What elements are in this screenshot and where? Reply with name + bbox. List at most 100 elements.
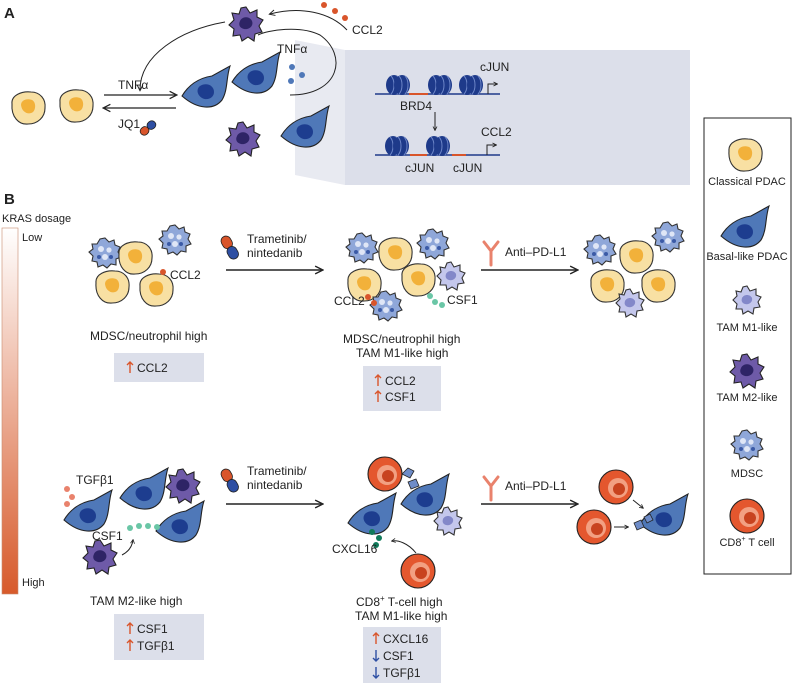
- kras-high: High: [22, 577, 45, 589]
- legend-m2-icon: [729, 353, 765, 389]
- change-label: TGFβ1: [137, 639, 175, 653]
- tam-m2-cell: [165, 468, 201, 504]
- inset-brd4: BRD4: [400, 99, 432, 113]
- row1-caption: MDSC/neutrophil high: [90, 329, 207, 343]
- drug-pill-icon: [220, 468, 239, 493]
- row2-antibody-label: Anti–PD-L1: [505, 479, 567, 493]
- row1-drug-line2: nintedanib: [247, 246, 303, 260]
- kras-title: KRAS dosage: [2, 213, 71, 225]
- classical-pdac-cell: [139, 273, 174, 307]
- cd8-t-cell: [576, 509, 612, 545]
- change-label: CSF1: [385, 390, 416, 404]
- row1-change-box: [114, 353, 204, 382]
- legend-tcell-icon: [729, 498, 765, 534]
- basal-pdac-cell: [400, 473, 450, 516]
- inset-cjun-left: cJUN: [405, 161, 434, 175]
- change-label: CCL2: [137, 361, 168, 375]
- row2-drug-line2: nintedanib: [247, 478, 303, 492]
- inset-panel: [345, 50, 690, 185]
- basal-pdac-cell: [347, 492, 397, 535]
- legend-classical-icon: [728, 138, 763, 172]
- row1-col2-csf1-label: CSF1: [447, 293, 478, 307]
- mdsc-cell: [651, 221, 685, 253]
- mdsc-cell: [345, 232, 379, 264]
- legend-m2-label: TAM M2-like: [717, 392, 778, 404]
- tam-m2-cell: [82, 539, 118, 575]
- classical-pdac-cell: [619, 240, 654, 274]
- row1-drug-line1: Trametinib/: [247, 232, 307, 246]
- legend-box: [703, 117, 792, 575]
- antibody-icon: [482, 240, 500, 267]
- up-arrow-icon: [372, 632, 380, 644]
- change-label: CSF1: [137, 622, 168, 636]
- cd8-t-cell: [367, 456, 403, 492]
- classical-pdac-cell: [378, 237, 413, 271]
- basal-pdac-cell: [231, 51, 281, 94]
- legend-mdsc-label: MDSC: [731, 468, 763, 480]
- jq1-pill-icon: [139, 120, 157, 136]
- mdsc-cell: [88, 237, 122, 269]
- row2-change-box: [114, 614, 204, 660]
- down-arrow-icon: [372, 667, 380, 679]
- basal-pdac-cell: [119, 467, 169, 510]
- tam-m2-cell: [228, 6, 264, 42]
- legend-mdsc-icon: [730, 429, 764, 461]
- down-arrow-icon: [372, 650, 380, 662]
- legend-tcell-label: CD8+ T cell: [719, 536, 774, 549]
- panel-label-a: A: [4, 5, 15, 22]
- row1-col2-change-box: [363, 366, 441, 411]
- classical-pdac-cell: [59, 89, 94, 123]
- antibody-icon: [482, 475, 500, 502]
- up-arrow-icon: [374, 390, 382, 402]
- classical-pdac-cell: [11, 91, 46, 125]
- up-arrow-icon: [126, 622, 134, 634]
- row2-col2-caption-1: CD8+ T-cell high: [356, 594, 443, 609]
- basal-pdac-cell: [639, 493, 689, 536]
- cd8-t-cell: [400, 553, 436, 589]
- row2-col2-caption-2: TAM M1-like high: [355, 609, 447, 623]
- legend-basal-label: Basal-like PDAC: [706, 251, 787, 263]
- panel-label-b: B: [4, 191, 15, 208]
- classical-pdac-cell: [641, 269, 676, 303]
- change-label: TGFβ1: [383, 666, 421, 680]
- row2-cxcl16-label: CXCL16: [332, 542, 378, 556]
- up-arrow-icon: [126, 361, 134, 373]
- basal-pdac-cell: [155, 500, 205, 543]
- row1-ccl2-label: CCL2: [170, 268, 201, 282]
- row1-col2-ccl2-label: CCL2: [334, 294, 365, 308]
- tnfa-label: TNFα: [277, 42, 307, 56]
- ccl2-recruit-arrow: [270, 11, 348, 31]
- tnf-arrow: [140, 21, 226, 90]
- inset-ccl2: CCL2: [481, 125, 512, 139]
- row2-tgfb1-label: TGFβ1: [76, 473, 114, 487]
- row2-csf1-label: CSF1: [92, 529, 123, 543]
- row1-antibody-label: Anti–PD-L1: [505, 245, 567, 259]
- up-arrow-icon: [374, 374, 382, 386]
- row2-drug-line1: Trametinib/: [247, 464, 307, 478]
- kras-low: Low: [22, 232, 42, 244]
- drug-pill-icon: [220, 235, 239, 260]
- legend-m1-icon: [732, 285, 762, 315]
- legend-classical-label: Classical PDAC: [708, 176, 786, 188]
- mdsc-cell: [416, 228, 450, 260]
- jq1-label: JQ1: [118, 117, 140, 131]
- inset-cjun-top: cJUN: [480, 60, 509, 74]
- classical-pdac-cell: [118, 241, 153, 275]
- inset-cjun-right: cJUN: [453, 161, 482, 175]
- change-label: CXCL16: [383, 632, 429, 646]
- autocrine-arrow: [257, 28, 337, 96]
- row2-caption: TAM M2-like high: [90, 594, 182, 608]
- row1-col2-caption-2: TAM M1-like high: [356, 346, 448, 360]
- up-arrow-icon: [126, 639, 134, 651]
- legend-m1-label: TAM M1-like: [717, 322, 778, 334]
- change-label: CSF1: [383, 649, 414, 663]
- kras-gradient-bar: [1, 227, 19, 595]
- tam-m1-cell: [436, 261, 466, 291]
- classical-pdac-cell: [95, 270, 130, 304]
- cd8-t-cell: [598, 469, 634, 505]
- tam-m2-cell: [225, 121, 261, 157]
- mdsc-cell: [583, 234, 617, 266]
- mdsc-cell: [158, 224, 192, 256]
- tnfa-arrow-label: TNFα: [118, 78, 148, 92]
